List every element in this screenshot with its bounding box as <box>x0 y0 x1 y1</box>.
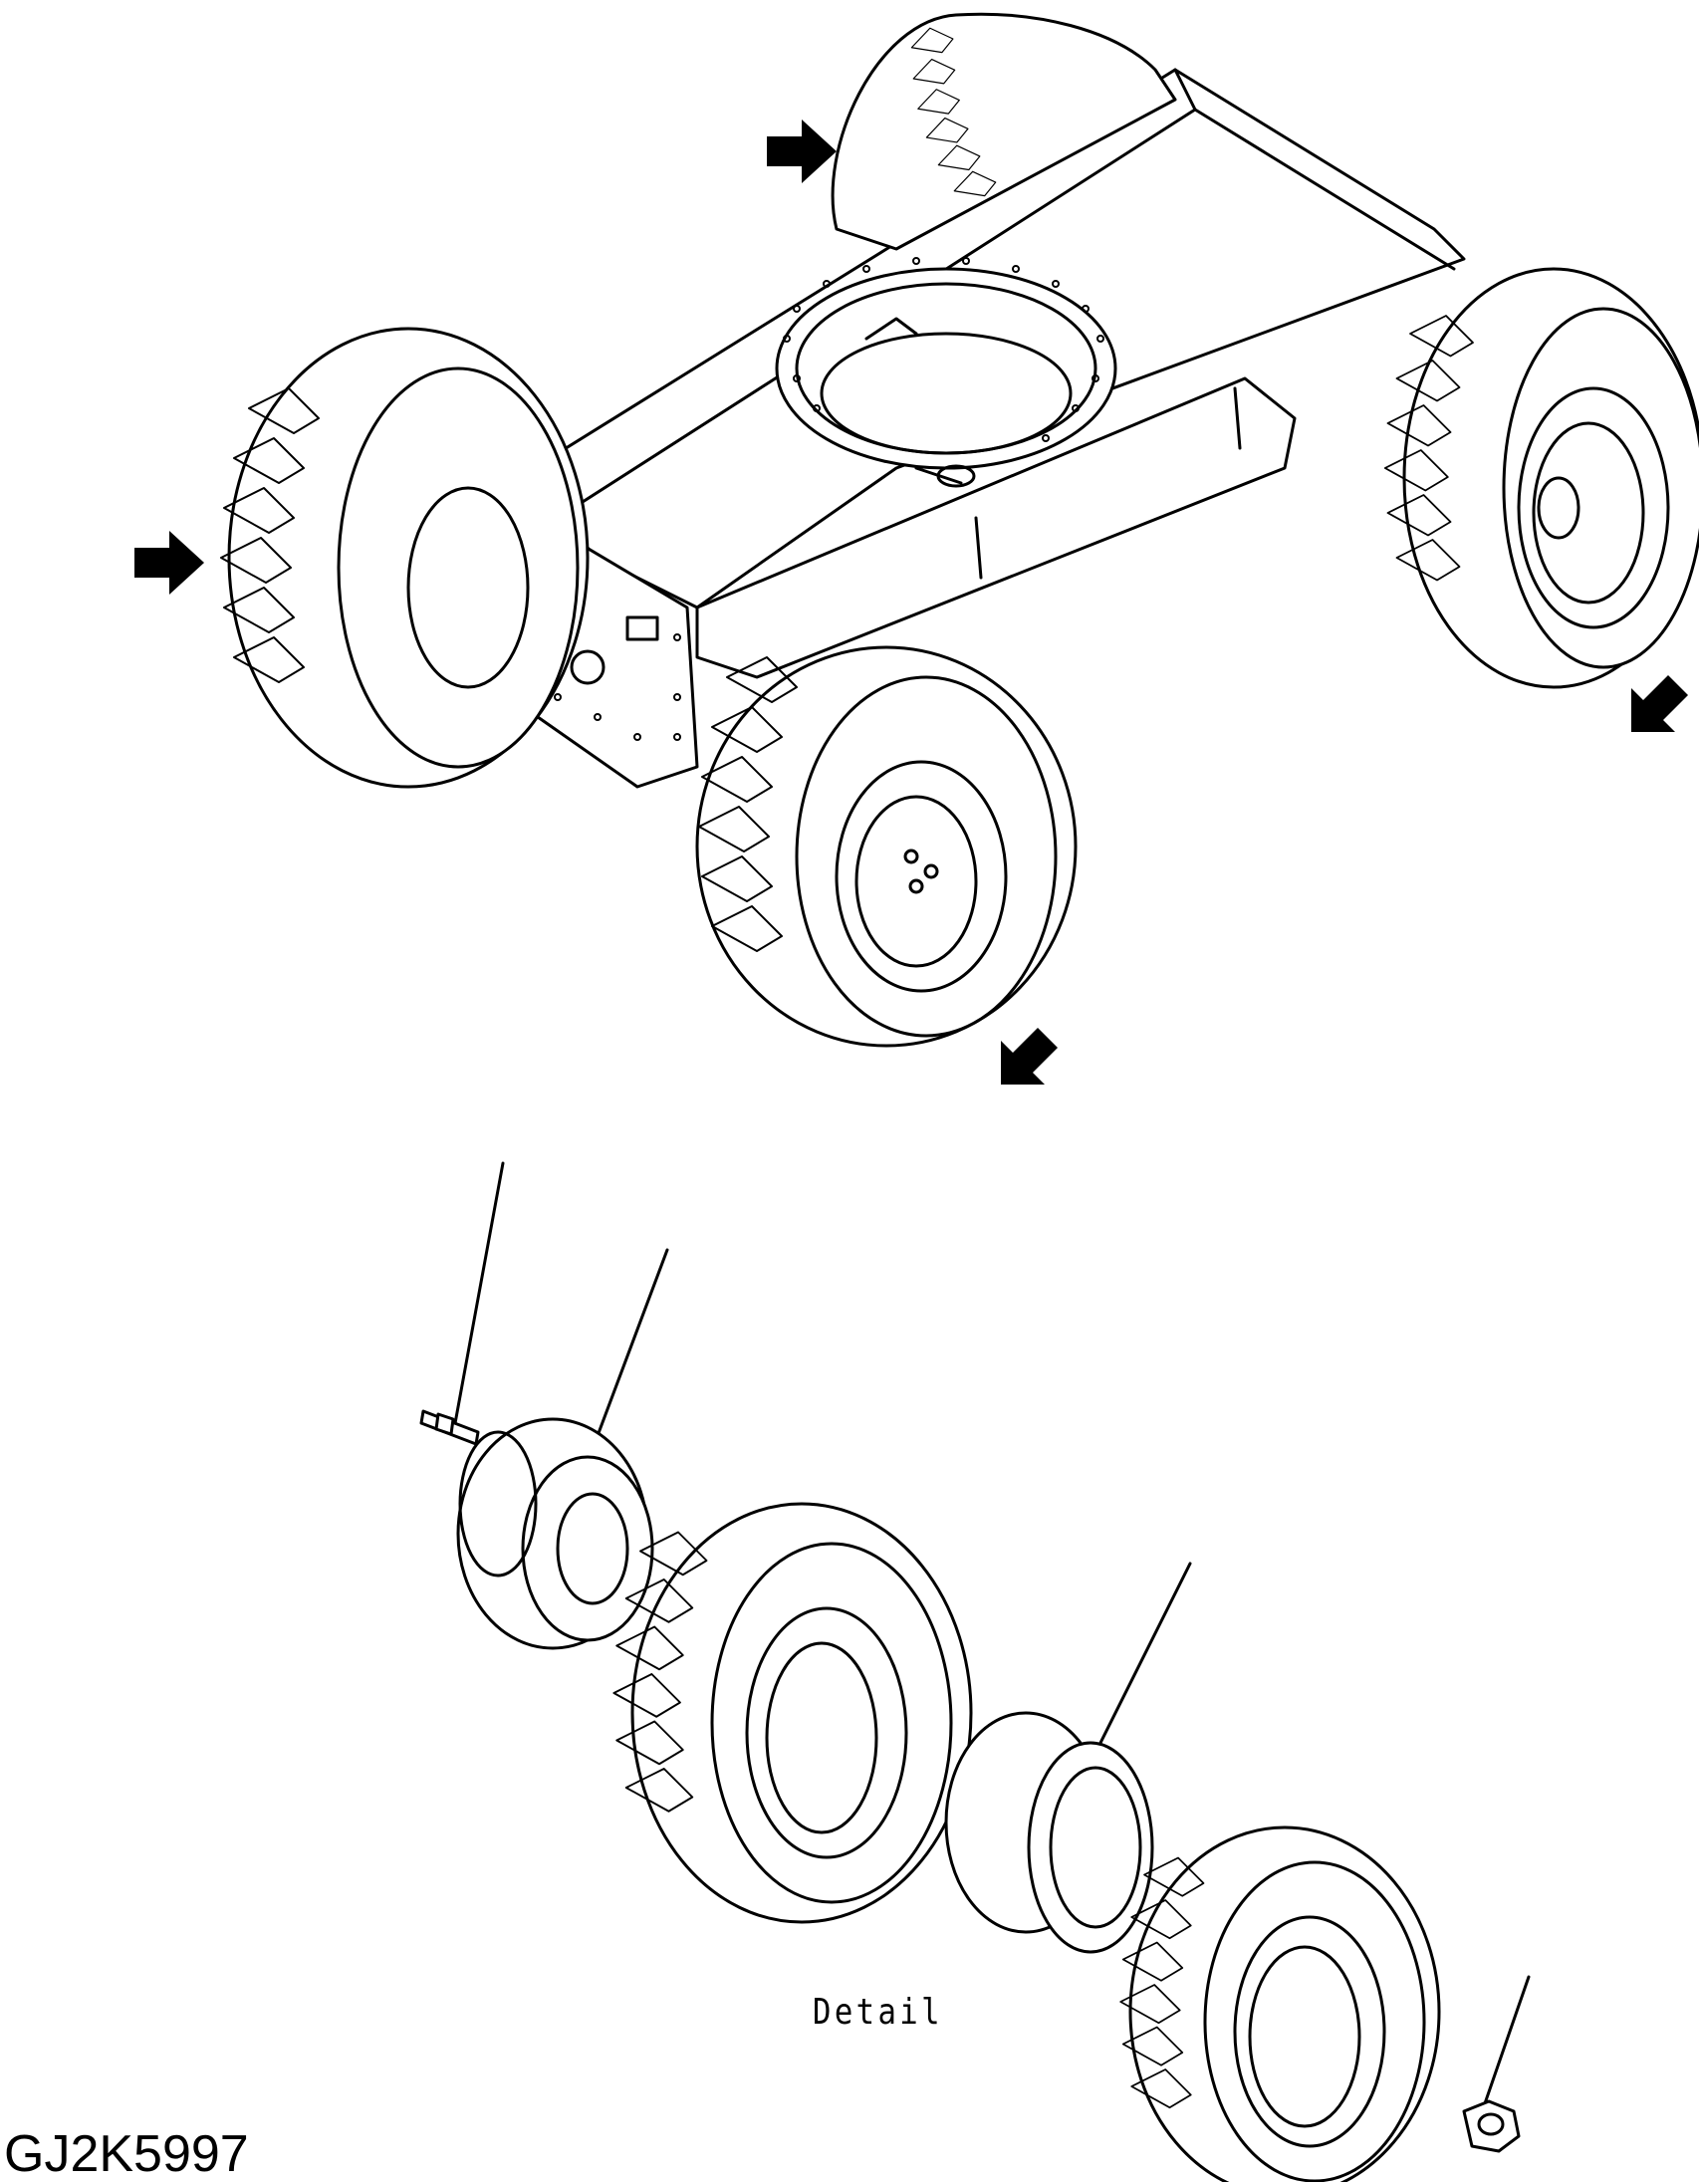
wheel-rim-outer <box>456 1417 654 1650</box>
arrow-icon <box>1631 675 1688 732</box>
stud-bolt <box>419 1409 480 1446</box>
wheel-rim-inner <box>944 1711 1154 1954</box>
tire-detail-1 <box>612 1502 973 1924</box>
tire-front-left <box>220 327 590 789</box>
tire-rear-right <box>1383 267 1699 689</box>
arrow-icon <box>767 120 837 183</box>
tire-rear-left <box>831 12 1177 251</box>
wheel-nut <box>1462 2099 1521 2153</box>
detail-label: Detail <box>813 1992 943 2033</box>
drawing-code: GJ2K5997 <box>4 2125 249 2183</box>
arrow-icon <box>134 531 204 595</box>
tire-detail-2 <box>1119 1825 1441 2182</box>
arrow-icon <box>1001 1028 1058 1085</box>
tire-front-right <box>695 645 1078 1048</box>
